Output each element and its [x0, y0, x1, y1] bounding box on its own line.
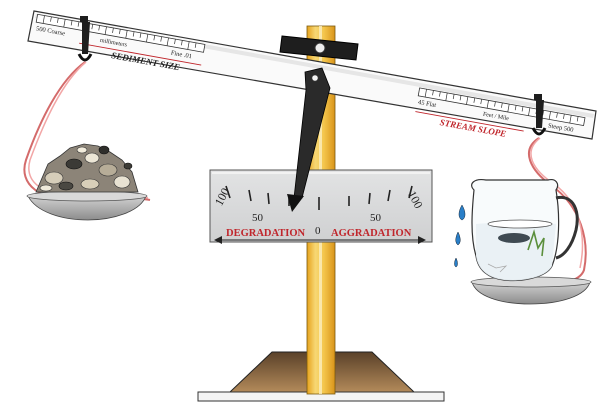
- rock-pile: [35, 143, 139, 193]
- aggradation-label: AGGRADATION: [331, 228, 412, 239]
- sediment-scale-right-label: Fine .01: [170, 50, 192, 61]
- pivot-block: [279, 35, 359, 61]
- slope-scale-left-label: 45 Flat: [417, 99, 436, 109]
- gauge-tick-50-left: 50: [252, 212, 264, 224]
- water-pitcher: [471, 179, 579, 282]
- aggradation-gauge: 100 50 0 50 100 DEGRADATION AGGRADATION: [209, 169, 433, 244]
- water-drops: [454, 204, 466, 268]
- sediment-scale-units-label: millimeters: [99, 38, 128, 49]
- left-pan-sediment: [26, 143, 148, 221]
- degradation-label: DEGRADATION: [226, 228, 306, 239]
- gauge-tick-0: 0: [315, 225, 321, 237]
- slope-scale-right-label: Steep 500: [547, 122, 574, 133]
- right-pan-water: [454, 179, 592, 305]
- slope-scale-units-label: Feet / Mile: [482, 112, 509, 123]
- gauge-pointer: [287, 67, 331, 212]
- gauge-tick-50-right: 50: [370, 212, 382, 224]
